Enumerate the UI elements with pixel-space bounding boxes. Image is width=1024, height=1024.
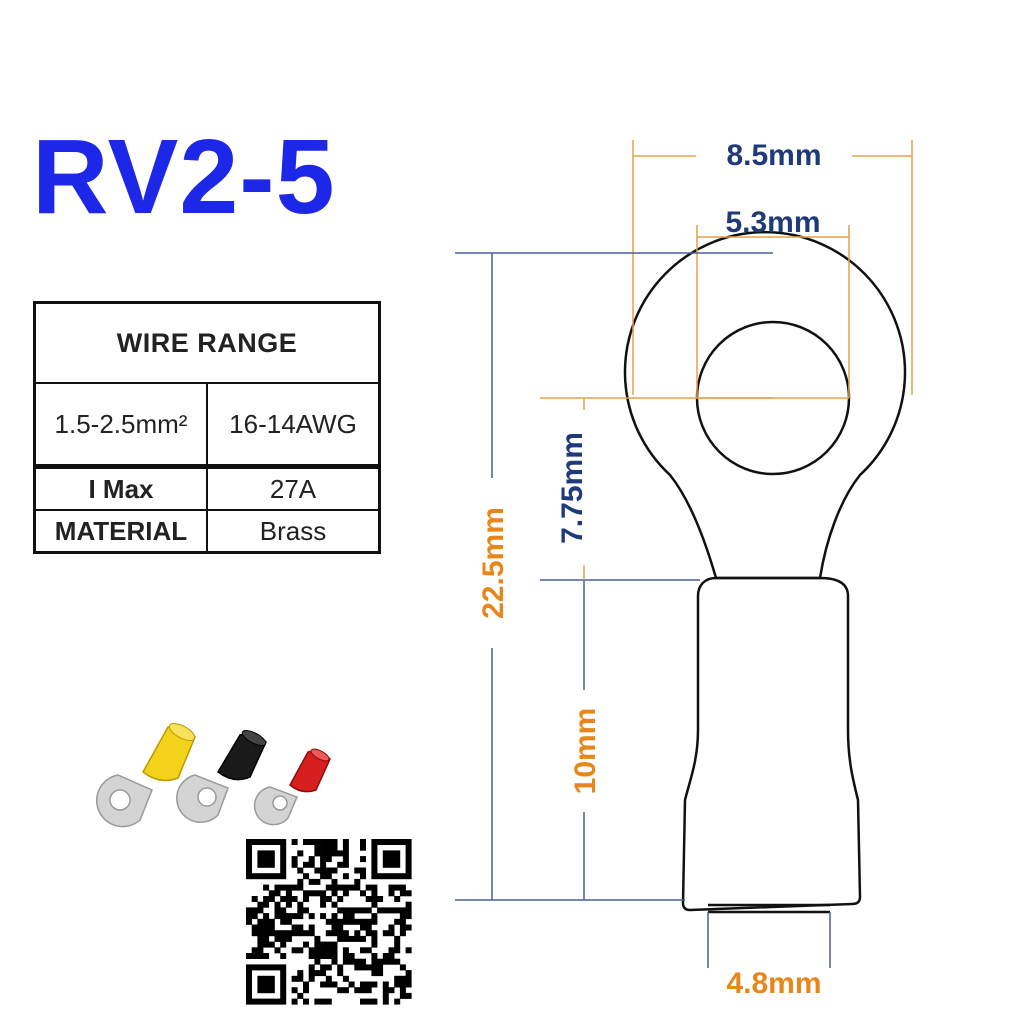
ring-terminal-red-photo (253, 748, 331, 826)
product-title: RV2-5 (32, 118, 336, 236)
wire-range-table: WIRE RANGE 1.5-2.5mm² 16-14AWG I Max 27A… (33, 301, 381, 554)
table-row: 1.5-2.5mm² 16-14AWG (33, 382, 381, 468)
dim-barrel-diameter-label: 4.8mm (726, 967, 821, 1000)
imax-label-cell: I Max (33, 464, 208, 511)
wire-range-mm-cell: 1.5-2.5mm² (33, 382, 208, 468)
dim-ring-center-to-sleeve-label: 7.75mm (556, 432, 589, 544)
table-row: MATERIAL Brass (33, 509, 381, 554)
table-row: I Max 27A (33, 464, 381, 511)
table-header: WIRE RANGE (33, 301, 381, 384)
dimension-lines (455, 140, 913, 968)
imax-value-cell: 27A (206, 464, 381, 511)
ring-terminal-outline (623, 230, 907, 914)
dim-hole-diameter-label: 5.3mm (725, 206, 820, 239)
material-value-cell: Brass (206, 509, 381, 554)
dim-total-length-label: 22.5mm (477, 507, 510, 619)
qr-code (244, 837, 414, 1007)
material-label-cell: MATERIAL (33, 509, 208, 554)
dim-sleeve-length-label: 10mm (569, 708, 602, 795)
ring-terminal-black-photo (176, 729, 267, 824)
ring-terminal-yellow-photo (96, 723, 196, 828)
dim-outer-diameter-label: 8.5mm (726, 139, 821, 172)
wire-range-awg-cell: 16-14AWG (206, 382, 381, 468)
